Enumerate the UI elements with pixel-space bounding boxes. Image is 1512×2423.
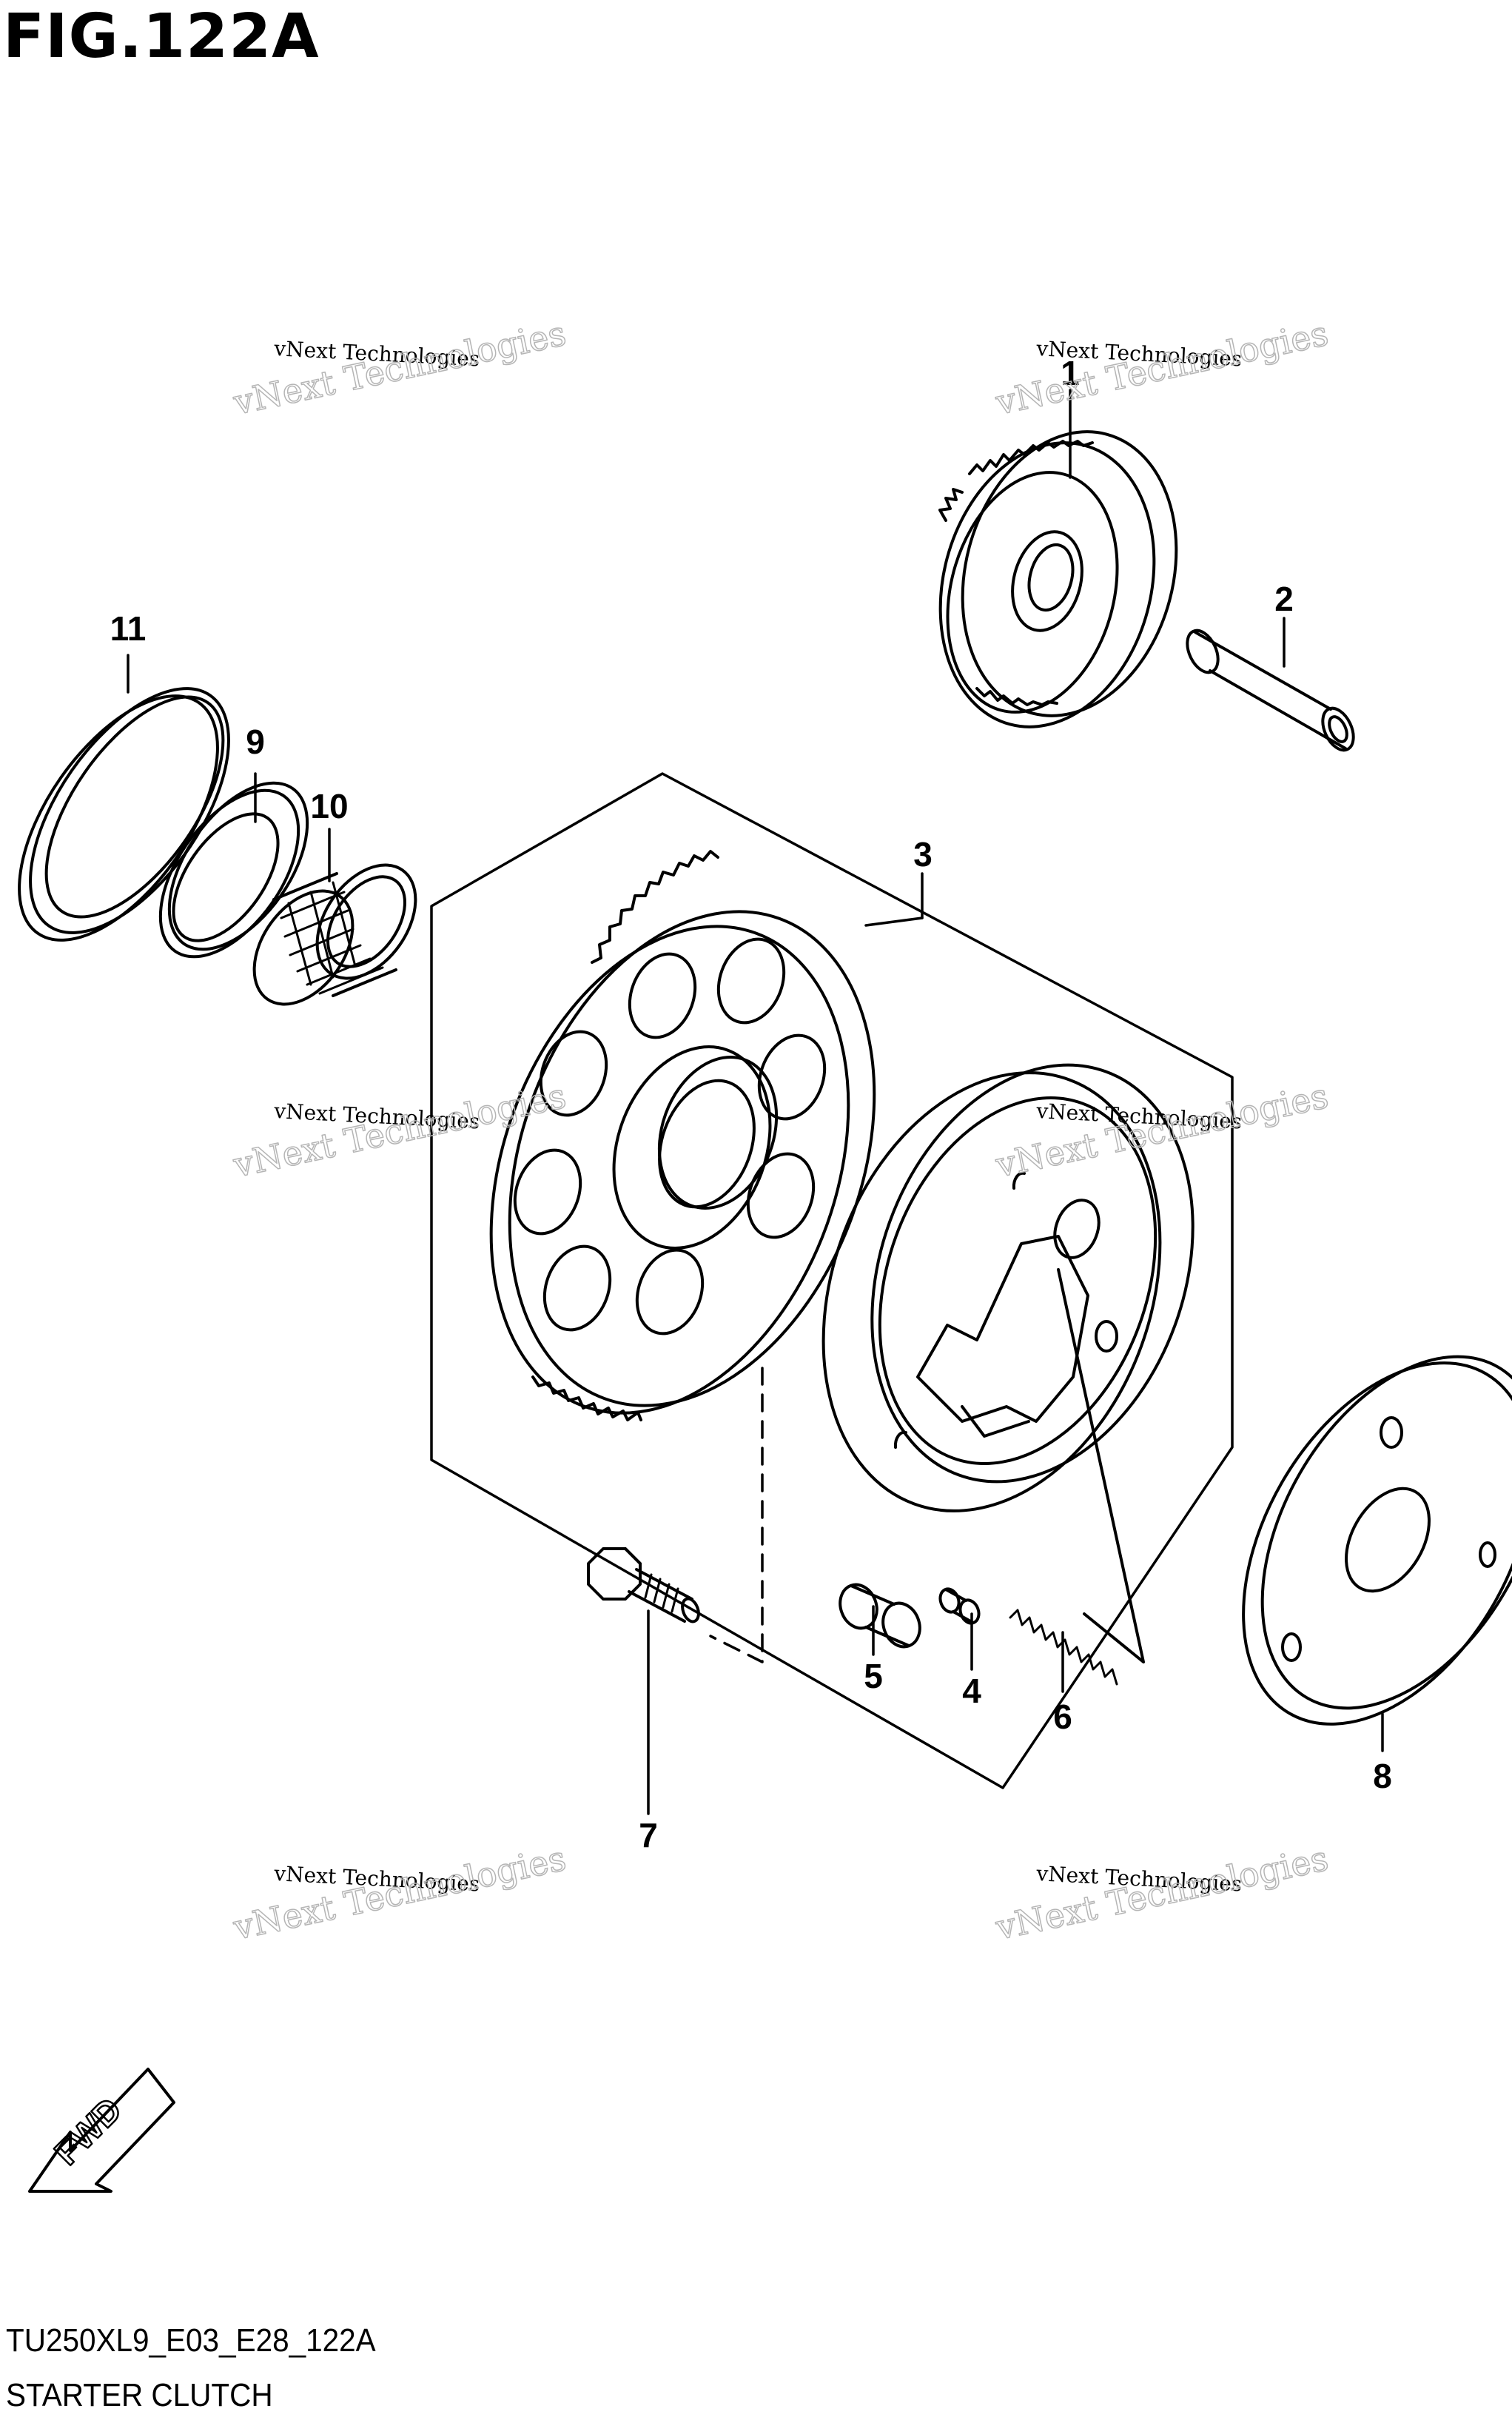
model-code: TU250XL9_E03_E28_122A (6, 2322, 376, 2359)
callout-3: 3 (913, 835, 933, 874)
callout-8: 8 (1373, 1757, 1392, 1795)
watermark-mid-left: vNext Technologies vNext Technologies (229, 1075, 570, 1186)
figure-title: FIG.122A (3, 1, 320, 72)
part-9-washer[interactable] (132, 759, 335, 981)
callout-9: 9 (246, 723, 265, 761)
watermark-mid-right: vNext Technologies vNext Technologies (991, 1075, 1332, 1186)
part-6-spring[interactable] (1009, 1609, 1118, 1686)
section-name: STARTER CLUTCH (6, 2377, 273, 2413)
callout-6: 6 (1053, 1698, 1072, 1736)
part-3-starter-driven-gear[interactable] (427, 850, 939, 1463)
part-8-plate[interactable] (1184, 1308, 1512, 1774)
watermark-bottom-left: vNext Technologies vNext Technologies (229, 1837, 570, 1948)
svg-text:vNext Technologies: vNext Technologies (992, 313, 1331, 423)
svg-text:vNext Technologies: vNext Technologies (992, 1076, 1331, 1185)
watermark-bottom-right: vNext Technologies vNext Technologies (991, 1837, 1332, 1948)
svg-text:vNext Technologies: vNext Technologies (229, 1838, 569, 1948)
part-7-bolt[interactable] (587, 1547, 702, 1623)
watermarks: vNext Technologies vNext Technologies vN… (229, 312, 1332, 1948)
callout-2: 2 (1274, 580, 1294, 618)
part-3-assembly-frame (430, 772, 1234, 1789)
watermark-top-left: vNext Technologies vNext Technologies (229, 312, 570, 423)
svg-text:vNext Technologies: vNext Technologies (992, 1838, 1331, 1948)
leader-lines (127, 389, 1384, 1815)
part-11-ring[interactable] (0, 655, 268, 973)
callout-11: 11 (110, 609, 147, 648)
part-10-needle-bearing[interactable] (234, 847, 436, 1022)
callout-1: 1 (1061, 354, 1080, 392)
callout-4: 4 (962, 1672, 981, 1710)
svg-text:vNext Technologies: vNext Technologies (229, 313, 569, 423)
callout-labels: 1 2 3 4 5 6 7 8 9 10 11 (110, 354, 1392, 1854)
callout-10: 10 (310, 787, 348, 825)
callout-7: 7 (639, 1816, 658, 1854)
part-2-idler-shaft[interactable] (1181, 626, 1360, 755)
callout-5: 5 (864, 1657, 883, 1695)
part-5-roller[interactable] (834, 1580, 926, 1652)
part-1-idler-gear[interactable] (910, 407, 1206, 751)
part-4-plunger[interactable] (937, 1586, 981, 1626)
watermark-top-right: vNext Technologies vNext Technologies (991, 312, 1332, 423)
fwd-direction-arrow: FWD (28, 2068, 175, 2193)
svg-text:vNext Technologies: vNext Technologies (229, 1076, 569, 1185)
part-3-clutch-housing[interactable] (765, 1019, 1249, 1663)
